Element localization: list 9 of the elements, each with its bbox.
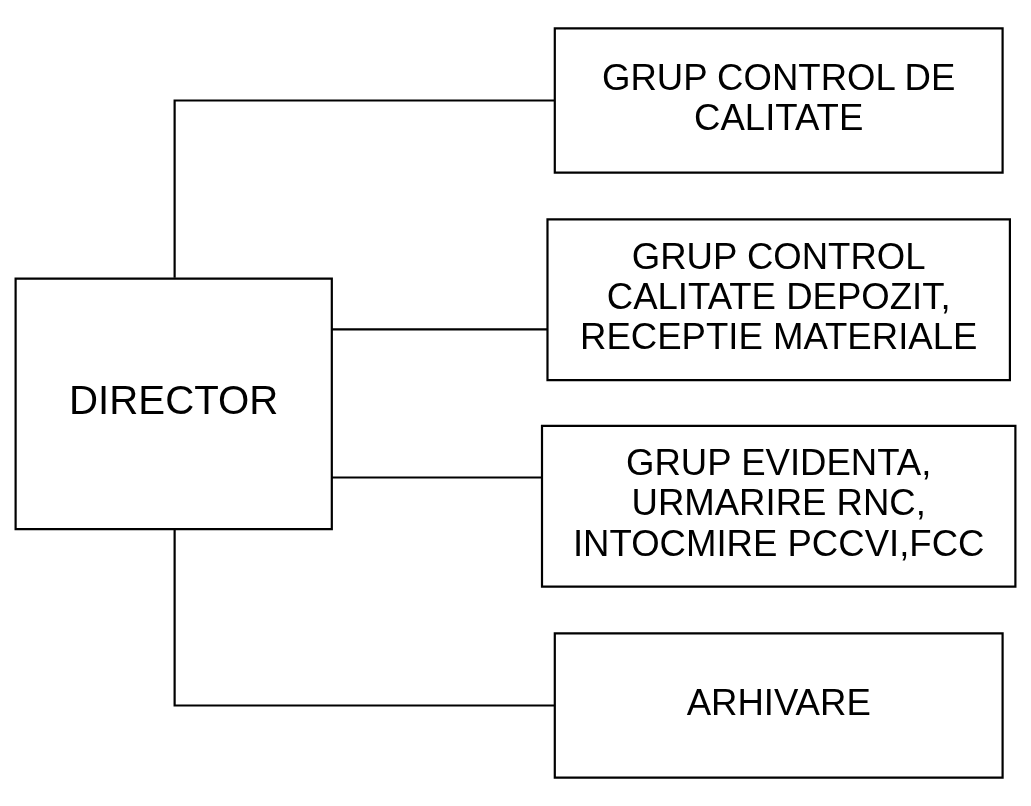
node-box: GRUP CONTROL CALITATE DEPOZIT, RECEPTIE MATERIALE [546, 218, 1011, 382]
connector [173, 99, 555, 278]
connector [173, 529, 555, 707]
connector [331, 328, 548, 331]
node-box: GRUP EVIDENTA, URMARIRE RNC, INTOCMIRE PCCVI,FCC [540, 424, 1017, 588]
node-box: ARHIVARE [553, 632, 1004, 779]
node-box: DIRECTOR [14, 277, 333, 531]
connector [331, 476, 542, 479]
node-box: GRUP CONTROL DE CALITATE [553, 27, 1004, 174]
